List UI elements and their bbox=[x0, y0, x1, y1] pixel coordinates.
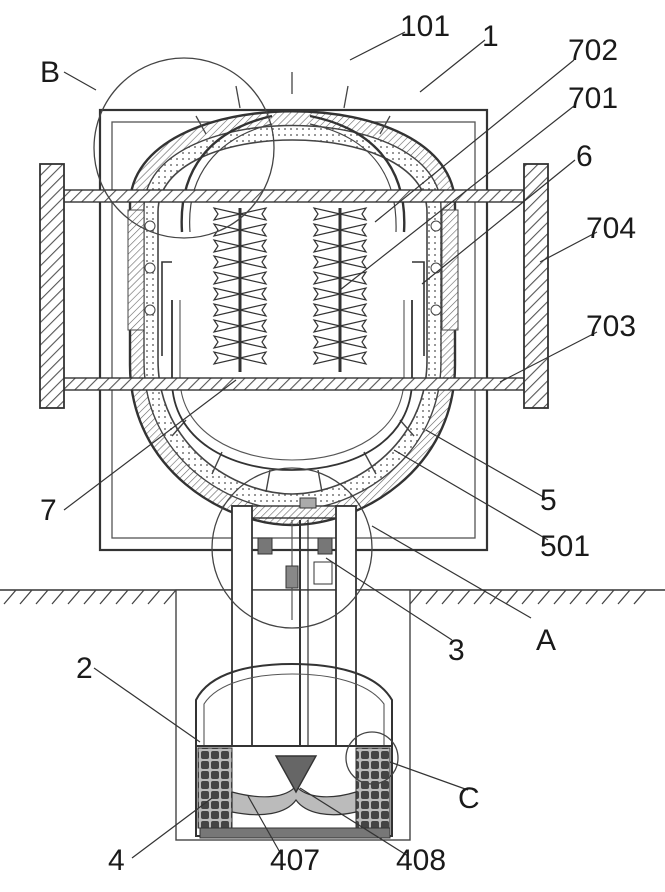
label-703: 703 bbox=[586, 310, 636, 343]
label-408: 408 bbox=[396, 844, 446, 877]
label-C: C bbox=[458, 782, 480, 815]
rods-and-plates bbox=[39, 163, 549, 409]
label-5: 5 bbox=[540, 484, 557, 517]
label-704: 704 bbox=[586, 212, 636, 245]
label-501: 501 bbox=[540, 530, 590, 563]
label-4: 4 bbox=[108, 844, 125, 877]
label-702: 702 bbox=[568, 34, 618, 67]
detail-circles bbox=[93, 57, 399, 785]
upper-baffles bbox=[127, 72, 459, 356]
leader-lines bbox=[63, 31, 598, 859]
label-7: 7 bbox=[40, 494, 57, 527]
drum-housing bbox=[128, 110, 457, 527]
support-column bbox=[231, 497, 357, 760]
lower-base bbox=[195, 662, 393, 839]
label-101: 101 bbox=[400, 10, 450, 43]
reference-labels: 101 1 702 701 6 704 703 5 501 A 3 B 7 2 … bbox=[40, 10, 636, 877]
label-6: 6 bbox=[576, 140, 593, 173]
label-B: B bbox=[40, 56, 60, 89]
label-2: 2 bbox=[76, 652, 93, 685]
agitator-left bbox=[213, 207, 267, 372]
label-1: 1 bbox=[482, 20, 499, 53]
label-A: A bbox=[536, 624, 556, 657]
label-701: 701 bbox=[568, 82, 618, 115]
label-3: 3 bbox=[448, 634, 465, 667]
label-407: 407 bbox=[270, 844, 320, 877]
